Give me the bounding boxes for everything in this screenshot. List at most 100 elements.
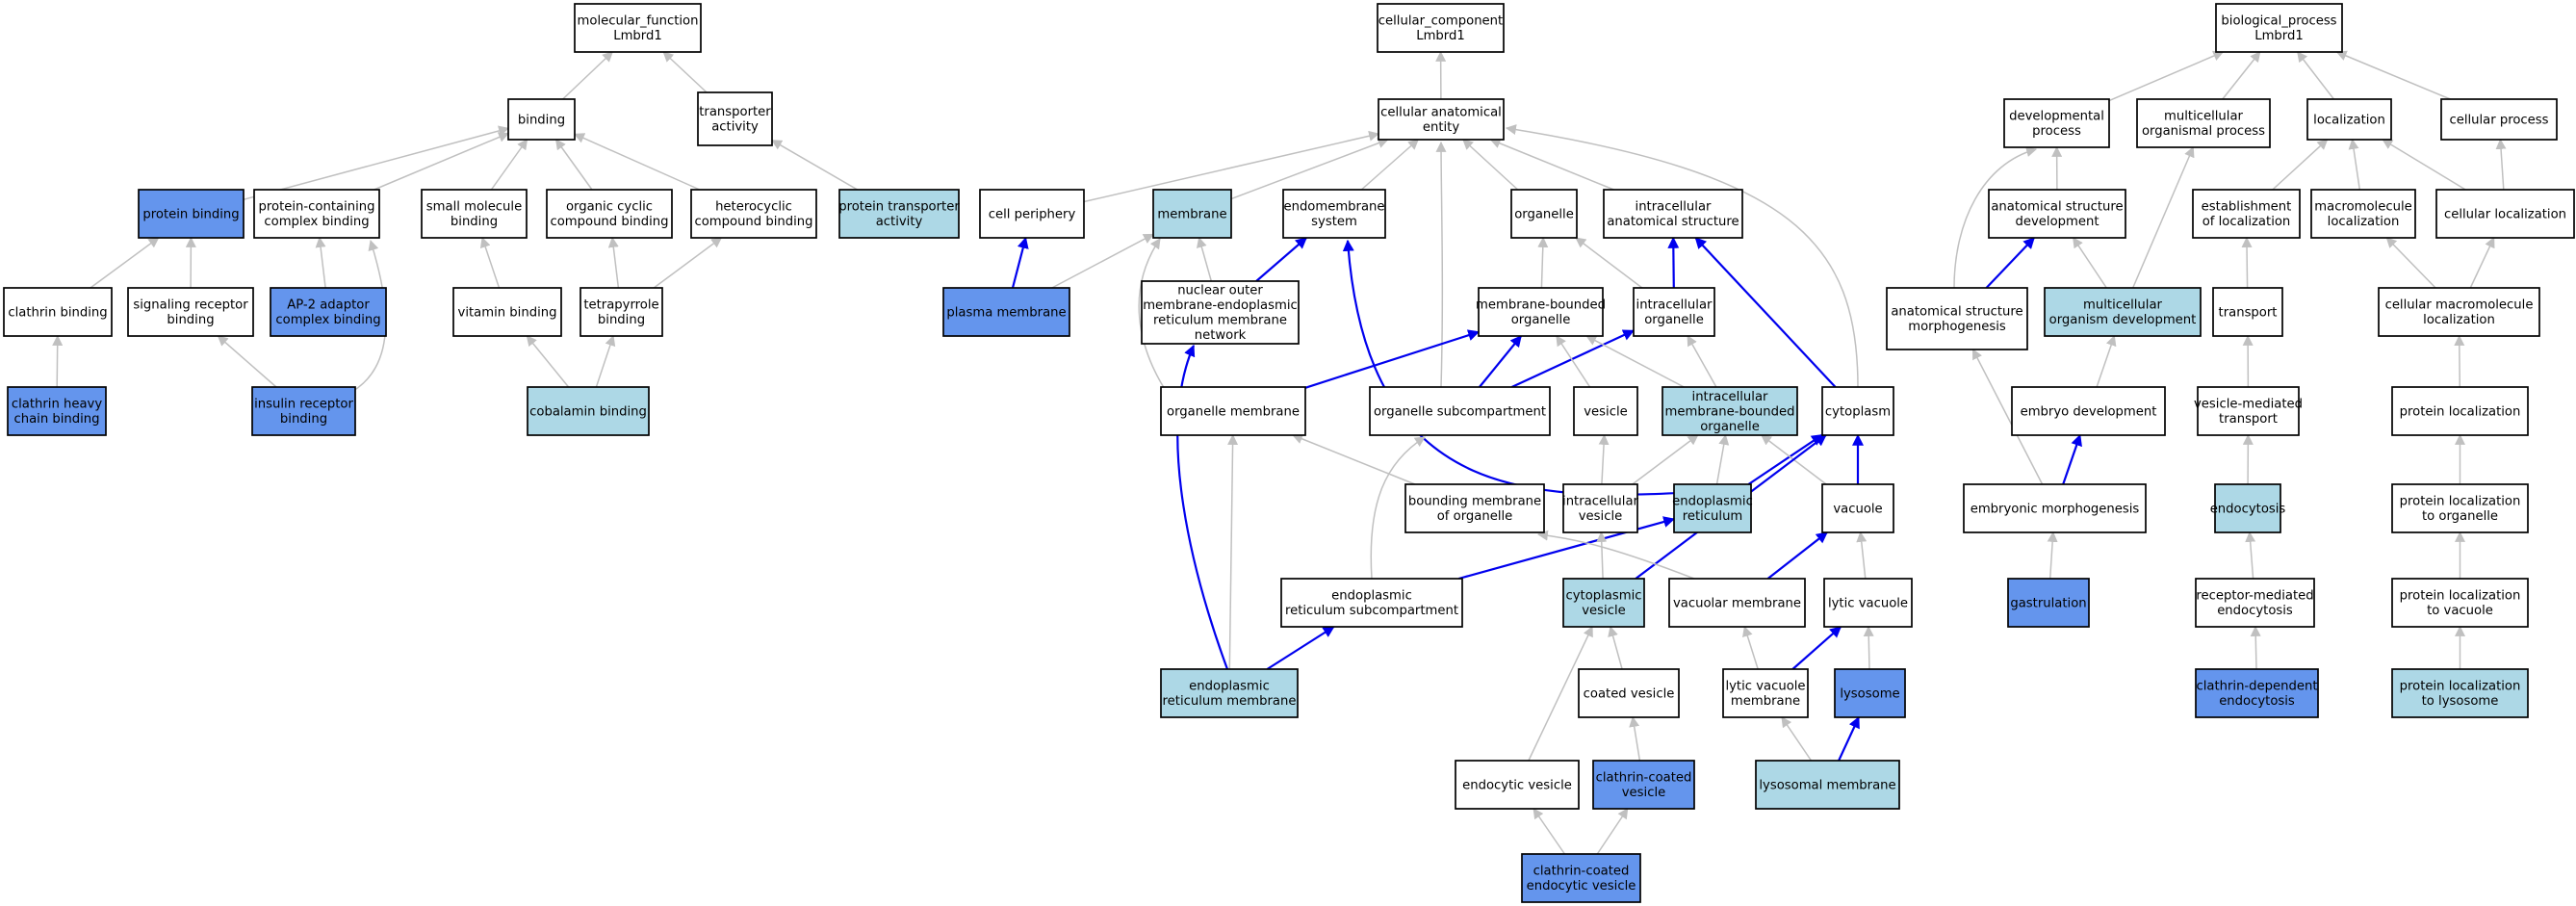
edge-multicell_org_dev-to-anat_struct_dev [2073,237,2107,289]
node-endocytosis[interactable]: endocytosis [2210,483,2286,533]
edge-multicellular_proc-to-bp [2222,51,2261,100]
edge-intracell_organelle-to-intracell_anat [1667,236,1680,289]
node-membrane[interactable]: membrane [1152,189,1232,239]
node-box [2197,386,2300,436]
node-cellular-process[interactable]: cellular process [2440,98,2558,141]
node-label: cellular anatomical [1380,106,1502,120]
node-label: endoplasmic [1331,589,1412,604]
node-clathrin-binding[interactable]: clathrin binding [3,287,113,337]
node-organelle[interactable]: organelle [1510,189,1578,239]
node-box [2391,386,2529,436]
edge-clathrin_binding-to-protein_binding [90,237,160,289]
node-lysosomal-membrane[interactable]: lysosomal membrane [1755,760,1900,810]
node-vacuole[interactable]: vacuole [1821,483,1894,533]
node-cobalamin[interactable]: cobalamin binding [527,386,650,436]
edge-protein_binding-to-binding [243,125,510,201]
node-label: morphogenesis [1908,320,2006,334]
node-label: embryonic morphogenesis [1971,502,2140,516]
edge-lytic_vac_membrane-to-lytic_vacuole [1791,626,1842,670]
node-embryo-dev[interactable]: embryo development [2011,386,2166,436]
node-protein-loc[interactable]: protein localization [2391,386,2529,436]
node-label: transport [2219,412,2278,427]
edge-clathrin_heavy-to-clathrin_binding [52,334,64,388]
edge-endomembrane-to-cae [1360,139,1420,191]
edge-intracell_anat-to-cae [1489,138,1614,191]
node-label: complex binding [275,313,380,327]
node-nuclear-outer[interactable]: nuclear outermembrane-endoplasmicreticul… [1141,280,1300,345]
node-protein-binding[interactable]: protein binding [138,189,245,239]
node-lytic-vacuole[interactable]: lytic vacuole [1823,578,1913,628]
node-organelle-membrane[interactable]: organelle membrane [1160,386,1306,436]
edge-establishment_loc-to-localization [2272,139,2329,191]
node-label: anatomical structure [1607,215,1739,229]
node-label: endoplasmic [1189,680,1270,694]
node-vesicle[interactable]: vesicle [1573,386,1638,436]
node-transport[interactable]: transport [2212,287,2283,337]
node-label: vesicle [1582,604,1625,618]
node-gastrulation[interactable]: gastrulation [2007,578,2090,628]
node-vacuolar-membrane[interactable]: vacuolar membrane [1668,578,1806,628]
edge-ap2_adaptor-to-prot_containing [315,236,326,289]
node-lysosome[interactable]: lysosome [1834,668,1906,718]
node-cytoplasm[interactable]: cytoplasm [1821,386,1894,436]
node-coated-vesicle[interactable]: coated vesicle [1578,668,1680,718]
node-embryonic-morph[interactable]: embryonic morphogenesis [1963,483,2147,533]
node-cell-periphery[interactable]: cell periphery [979,189,1085,239]
node-endocytic-vesicle[interactable]: endocytic vesicle [1455,760,1580,810]
node-binding[interactable]: binding [507,98,576,141]
edge-intracell_organelle-to-organelle [1575,237,1643,289]
edge-transporter_act-to-mf [662,51,708,93]
node-vitamin-binding[interactable]: vitamin binding [452,287,562,337]
node-organelle-subcomp[interactable]: organelle subcompartment [1369,386,1551,436]
node-plasma-membrane[interactable]: plasma membrane [942,287,1070,337]
edge-organelle_membrane-to-membrane [1138,238,1171,398]
node-label: endocytic vesicle [1527,879,1636,893]
node-cellular-loc[interactable]: cellular localization [2435,189,2575,239]
node-localization[interactable]: localization [2306,98,2392,141]
node-label: clathrin-coated [1596,771,1692,786]
